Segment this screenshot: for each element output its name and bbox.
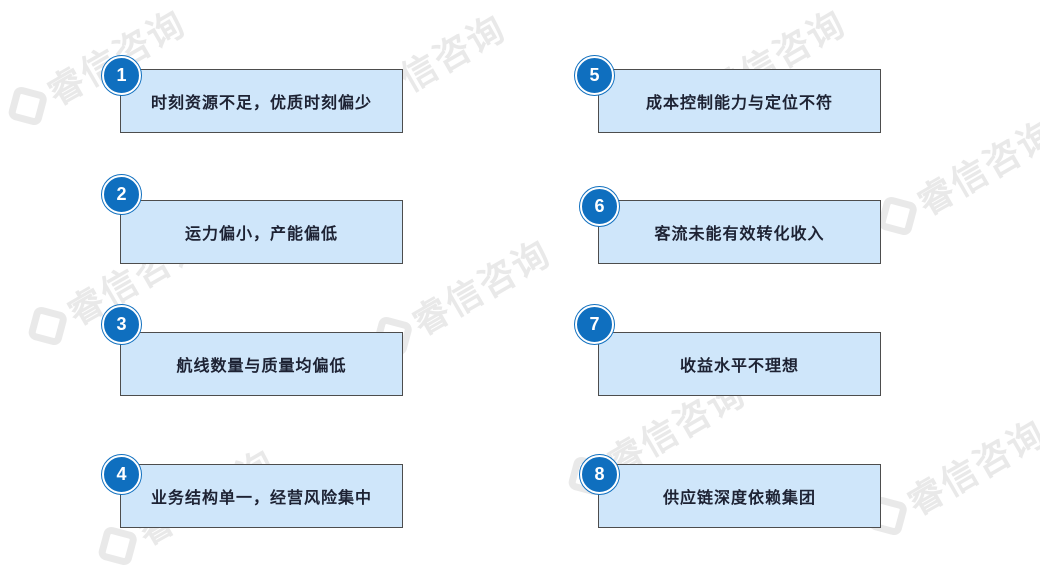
issue-label: 客流未能有效转化收入 [654,224,825,243]
watermark-logo-icon [26,305,69,347]
watermark-logo-icon [6,85,49,127]
issue-label: 收益水平不理想 [679,356,799,375]
issue-card-1: 时刻资源不足，优质时刻偏少 [120,69,403,133]
number-badge-5: 5 [575,56,614,95]
issue-card-7: 收益水平不理想 [598,332,881,396]
watermark-logo-icon [876,195,919,237]
issue-label: 成本控制能力与定位不符 [645,93,833,112]
number-badge-2: 2 [102,175,141,214]
issue-card-4: 业务结构单一，经营风险集中 [120,464,403,528]
issue-card-8: 供应链深度依赖集团 [598,464,881,528]
number-badge-6: 6 [580,187,619,226]
number-badge-3: 3 [102,305,141,344]
number-badge-4: 4 [102,455,141,494]
issue-label: 时刻资源不足，优质时刻偏少 [150,93,372,112]
issue-card-5: 成本控制能力与定位不符 [598,69,881,133]
issue-card-6: 客流未能有效转化收入 [598,200,881,264]
watermark: 睿信咨询 [870,105,1040,247]
number-badge-1: 1 [102,56,141,95]
issue-label: 业务结构单一，经营风险集中 [150,488,372,507]
watermark: 睿信咨询 [860,405,1040,547]
number-badge-8: 8 [580,455,619,494]
issue-label: 航线数量与质量均偏低 [176,356,347,375]
number-badge-7: 7 [575,305,614,344]
issue-label: 供应链深度依赖集团 [662,488,816,507]
issue-label: 运力偏小，产能偏低 [184,224,338,243]
watermark-logo-icon [96,525,139,567]
issue-card-2: 运力偏小，产能偏低 [120,200,403,264]
issue-card-3: 航线数量与质量均偏低 [120,332,403,396]
